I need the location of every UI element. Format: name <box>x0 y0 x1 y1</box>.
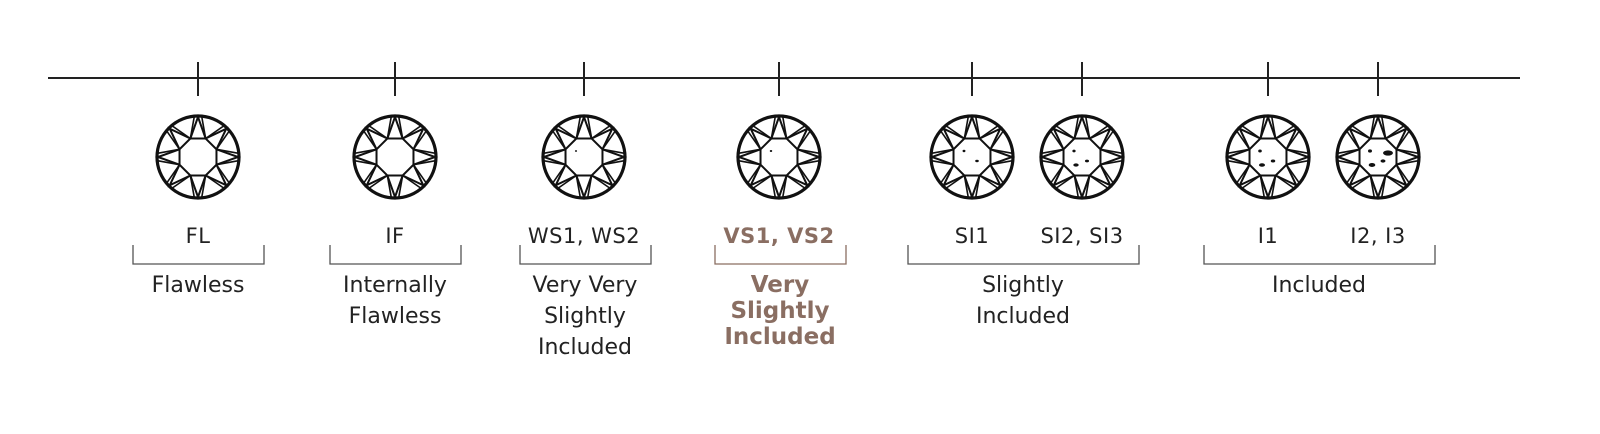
diamond-icon <box>929 114 1015 200</box>
inclusion-mark <box>1258 149 1262 153</box>
group-name-included: Included <box>1271 273 1367 298</box>
diamond-icon <box>736 114 822 200</box>
inclusion-mark <box>1383 150 1393 156</box>
group-bracket <box>132 245 265 265</box>
group-bracket <box>329 245 462 265</box>
grade-code-fl: FL <box>185 224 211 248</box>
diamond-icon <box>155 114 241 200</box>
grade-code-vs: VS1, VS2 <box>723 224 835 248</box>
group-name-internally-flawless: Internally Flawless <box>343 273 447 329</box>
group-bracket <box>907 245 1140 265</box>
grade-code-i1: I1 <box>1257 224 1279 248</box>
inclusion-mark <box>1368 163 1376 167</box>
inclusion-mark <box>769 149 773 153</box>
grade-code-si1: SI1 <box>954 224 990 248</box>
diamond-icon <box>1039 114 1125 200</box>
inclusion-mark <box>574 150 578 152</box>
diamond-icon <box>1225 114 1311 200</box>
grade-code-vvs: WS1, WS2 <box>527 224 641 248</box>
group-name-slightly-included: Slightly Included <box>975 273 1071 329</box>
group-bracket <box>714 245 847 265</box>
inclusion-mark <box>1072 149 1076 153</box>
inclusion-mark <box>1270 159 1276 163</box>
inclusion-mark <box>1259 163 1265 167</box>
inclusion-mark <box>1073 163 1079 167</box>
grade-code-i2: I2, I3 <box>1350 224 1406 248</box>
group-name-vs: Very Slightly Included <box>724 272 836 350</box>
diamond-icon <box>541 114 627 200</box>
grade-code-si2: SI2, SI3 <box>1040 224 1124 248</box>
group-bracket <box>519 245 652 265</box>
grade-code-if: IF <box>385 224 405 248</box>
group-bracket <box>1203 245 1436 265</box>
inclusion-mark <box>962 149 966 153</box>
diamond-icon <box>1335 114 1421 200</box>
inclusion-mark <box>1380 159 1386 163</box>
diamond-icon <box>352 114 438 200</box>
group-name-vvs: Very Very Slightly Included <box>532 273 638 360</box>
group-name-flawless: Flawless <box>151 273 245 298</box>
inclusion-mark <box>975 159 979 163</box>
inclusion-mark <box>1084 159 1090 163</box>
inclusion-mark <box>1368 149 1372 153</box>
